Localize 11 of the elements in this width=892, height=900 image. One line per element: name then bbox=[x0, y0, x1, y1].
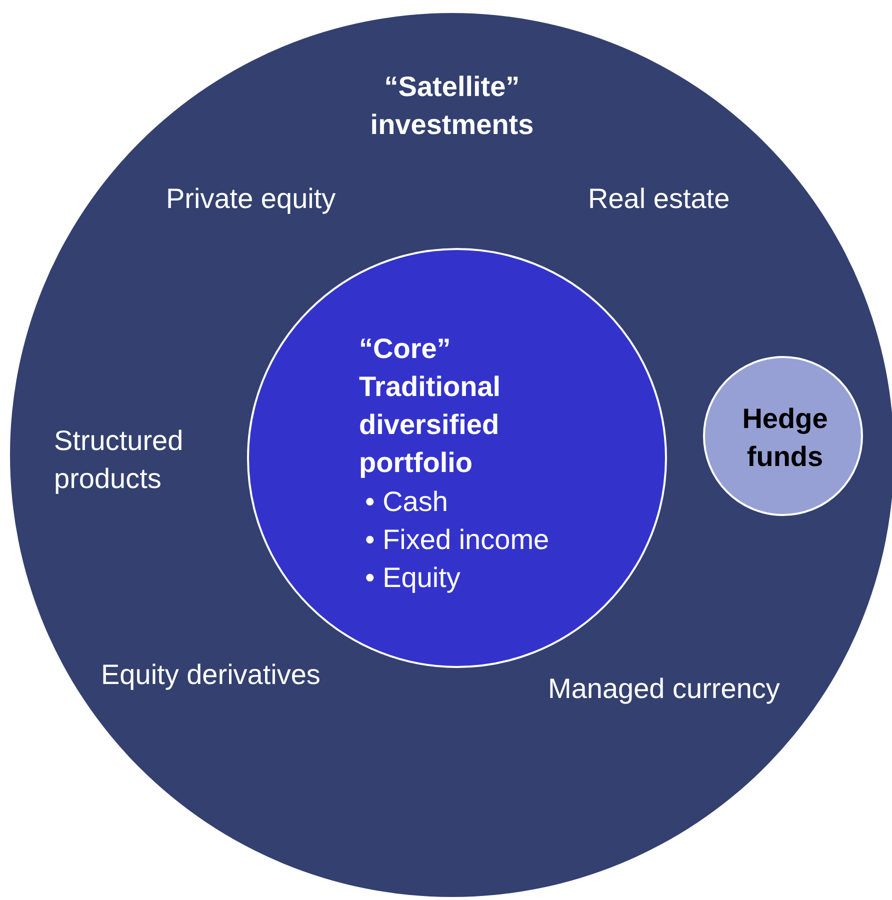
title-text: “Core” Traditional diversified portfolio bbox=[359, 332, 502, 480]
category-label: Managed currency bbox=[548, 672, 781, 706]
title-text: Hedge funds bbox=[741, 402, 829, 474]
category-label: Real estate bbox=[588, 182, 731, 216]
title-text: “Satellite” investments bbox=[369, 70, 535, 142]
list-item: • Fixed income bbox=[365, 523, 550, 557]
list-item: • Cash bbox=[365, 485, 449, 519]
category-label: Private equity bbox=[166, 182, 337, 216]
category-label: Structured products bbox=[54, 424, 184, 496]
category-label: Equity derivatives bbox=[101, 658, 322, 692]
list-item: • Equity bbox=[365, 561, 462, 595]
